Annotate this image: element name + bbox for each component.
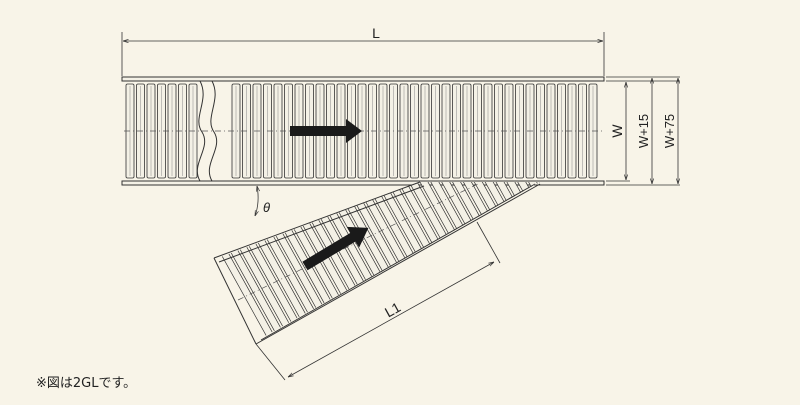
break-line-right	[196, 80, 206, 182]
dimension-l: L	[121, 25, 605, 76]
label-w: W	[609, 124, 625, 138]
branch-end	[213, 257, 257, 345]
dimension-w15: W+15	[636, 78, 652, 184]
label-l1: L1	[382, 299, 404, 321]
figure-note: ※図は2GLです。	[36, 376, 137, 391]
break-line-left	[208, 80, 218, 182]
label-theta: θ	[263, 200, 270, 215]
label-w75: W+75	[662, 114, 677, 148]
branch-flow-arrow	[302, 226, 369, 271]
dimension-w75: W+75	[662, 78, 678, 184]
branch-frame-top-inner	[218, 185, 425, 263]
dimension-w: W	[606, 76, 680, 186]
dimension-angle: θ	[255, 186, 270, 216]
label-l: L	[372, 25, 380, 41]
main-frame-top	[121, 76, 605, 82]
main-conveyor	[121, 76, 605, 186]
dimension-l1: L1	[255, 221, 501, 381]
main-frame-bottom	[121, 180, 605, 186]
main-flow-arrow	[290, 119, 362, 143]
main-rollers-left	[125, 83, 198, 179]
branch-frame-top	[213, 181, 421, 259]
label-w15: W+15	[636, 114, 651, 148]
